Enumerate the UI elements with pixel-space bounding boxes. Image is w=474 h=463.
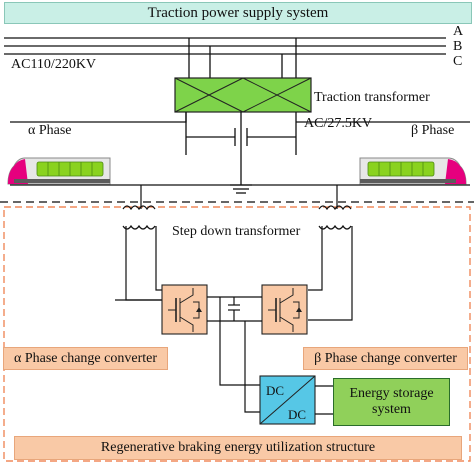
supply-system-title: Traction power supply system <box>147 4 329 21</box>
beta-phase-label: β Phase <box>411 123 455 138</box>
beta-converter <box>261 284 308 335</box>
alpha-converter-label: α Phase change converter <box>3 347 168 370</box>
storage-links <box>315 385 333 415</box>
grid-voltage-label: AC110/220KV <box>11 57 97 72</box>
lower-dashed-frame <box>3 206 471 462</box>
dcdc-converter <box>259 375 316 425</box>
energy-storage-label: Energy storage system <box>349 385 434 417</box>
step-down-transformer-beta <box>308 185 353 321</box>
transformer-feeders <box>188 38 297 78</box>
regen-structure-banner: Regenerative braking energy utilization … <box>14 436 462 460</box>
dcdc-bottom-label: DC <box>288 407 307 422</box>
beta-train <box>359 157 467 185</box>
alpha-converter <box>161 284 208 335</box>
alpha-phase-label: α Phase <box>28 123 72 138</box>
alpha-converter-text: α Phase change converter <box>14 350 157 366</box>
beta-converter-label: β Phase change converter <box>303 347 468 370</box>
supply-system-banner: Traction power supply system <box>4 2 472 24</box>
phase-b-label: B <box>453 39 463 54</box>
alpha-train <box>7 157 111 185</box>
dc-link <box>207 296 262 413</box>
dcdc-top-label: DC <box>266 383 285 398</box>
step-down-transformer-alpha <box>115 185 162 301</box>
phase-c-label: C <box>453 54 463 69</box>
phase-a-label: A <box>453 24 464 39</box>
traction-transformer-label: Traction transformer <box>314 90 430 105</box>
secondary-voltage-label: AC/27.5KV <box>304 116 373 131</box>
three-phase-bus <box>4 37 446 55</box>
beta-converter-text: β Phase change converter <box>314 350 457 366</box>
energy-storage-system: Energy storage system <box>333 378 450 426</box>
traction-transformer <box>174 77 312 113</box>
regen-structure-label: Regenerative braking energy utilization … <box>100 440 376 455</box>
step-down-transformer-label: Step down transformer <box>172 224 301 239</box>
